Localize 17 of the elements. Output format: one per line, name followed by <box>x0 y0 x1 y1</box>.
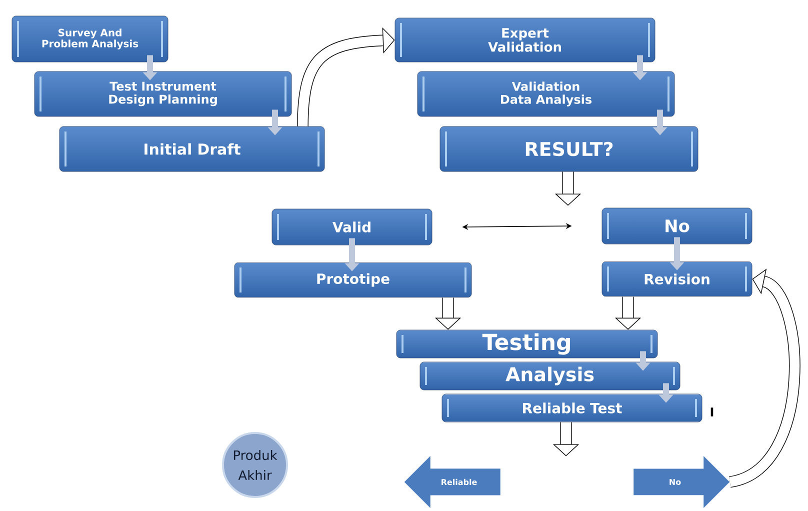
process-box: Reliable Test <box>442 394 702 422</box>
process-box: Validation Data Analysis <box>417 71 675 117</box>
process-box: Test Instrument Design Planning <box>34 71 292 117</box>
process-box: Prototipe <box>234 262 472 298</box>
process-box: Expert Validation <box>394 18 656 62</box>
process-box: Valid <box>272 208 432 246</box>
process-box: Initial Draft <box>59 126 325 172</box>
label-text: I <box>710 408 714 416</box>
arrow-box: Reliable <box>404 456 500 508</box>
process-box: Survey And Problem Analysis <box>12 16 168 62</box>
process-box: No <box>602 208 752 244</box>
block-arrow <box>297 27 395 126</box>
process-box: Analysis <box>420 362 680 390</box>
process-box: Testing <box>396 330 658 358</box>
process-box: RESULT? <box>440 126 698 172</box>
process-box: Revision <box>602 261 752 297</box>
arrow-box: No <box>634 456 730 508</box>
